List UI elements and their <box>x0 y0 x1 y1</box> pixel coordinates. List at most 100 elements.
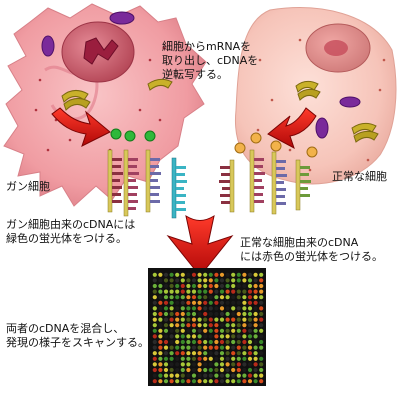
microarray-spot <box>197 356 202 361</box>
microarray-spot <box>236 278 241 283</box>
microarray-spot <box>242 362 247 367</box>
microarray-spot <box>158 272 163 277</box>
normal-nucleolus <box>324 40 348 56</box>
green-fluor <box>144 130 156 142</box>
microarray-spot <box>203 356 208 361</box>
normal-cell-text: 正常な細胞 <box>332 170 387 183</box>
microarray-spot <box>214 362 219 367</box>
microarray-spot <box>203 306 208 311</box>
microarray-spot <box>259 278 264 283</box>
microarray-spot <box>231 345 236 350</box>
microarray-spot <box>247 300 253 305</box>
microarray-spot <box>214 323 219 328</box>
microarray-spot <box>214 272 219 277</box>
microarray-spot <box>259 289 264 294</box>
microarray-spot <box>219 373 225 378</box>
microarray-spot <box>203 295 208 300</box>
microarray-spot <box>186 334 191 339</box>
microarray-spot <box>191 300 197 305</box>
microarray-spot <box>186 362 191 367</box>
microarray-spot <box>247 306 253 311</box>
microarray-spot <box>152 283 157 289</box>
microarray-spot <box>203 289 208 294</box>
cdna-strand <box>219 142 246 213</box>
microarray-spot <box>163 334 169 339</box>
microarray-spot <box>247 367 253 373</box>
microarray-spot <box>158 278 163 283</box>
microarray-spot <box>259 323 264 328</box>
microarray-spot <box>253 339 258 345</box>
microarray-spot <box>242 272 247 277</box>
microarray-spot <box>259 283 264 289</box>
microarray-spot <box>186 272 191 277</box>
microarray-spot <box>259 328 264 333</box>
microarray-spot <box>152 311 157 317</box>
microarray-spot <box>158 283 163 289</box>
microarray-spot <box>175 295 180 300</box>
microarray-spot <box>197 345 202 350</box>
microarray-spot <box>197 283 202 289</box>
microarray-spot <box>152 328 157 333</box>
microarray-spot <box>214 373 219 378</box>
microarray-spot <box>231 356 236 361</box>
microarray-spot <box>259 334 264 339</box>
microarray-spot <box>152 334 157 339</box>
microarray-spot <box>175 379 180 384</box>
microarray-spot <box>242 345 247 350</box>
microarray-spot <box>247 339 253 345</box>
microarray-spot <box>219 272 225 277</box>
microarray-spot <box>253 306 258 311</box>
microarray-spot <box>186 317 191 322</box>
microarray-spot <box>197 339 202 345</box>
microarray-spot <box>253 367 258 373</box>
microarray-spot <box>259 306 264 311</box>
cancer-cdna-label: ガン細胞由来のcDNAには 緑色の蛍光体をつける。 <box>6 218 135 246</box>
microarray-spot <box>169 373 174 378</box>
microarray-spot <box>214 300 219 305</box>
microarray-spot <box>191 311 197 317</box>
normal-mitochondrion <box>339 96 361 108</box>
microarray-spot <box>175 362 180 367</box>
microarray-spot <box>163 306 169 311</box>
microarray-spot <box>225 289 230 294</box>
microarray-spot <box>158 311 163 317</box>
microarray-spot <box>225 300 230 305</box>
microarray-spot <box>203 339 208 345</box>
microarray-spot <box>163 289 169 294</box>
cdna-strand <box>123 130 139 217</box>
microarray-spot <box>180 323 185 328</box>
microarray-spot <box>158 339 163 345</box>
microarray-spot <box>175 334 180 339</box>
microarray-spot <box>236 351 241 356</box>
normal-cdna-strands <box>219 132 318 215</box>
microarray-spot <box>219 295 225 300</box>
microarray-spot <box>158 362 163 367</box>
extract-label: 細胞からmRNAを 取り出し、cDNAを 逆転写する。 <box>162 40 258 82</box>
microarray-spot <box>175 339 180 345</box>
microarray-spot <box>242 317 247 322</box>
microarray-spot <box>219 317 225 322</box>
microarray-spot <box>158 317 163 322</box>
microarray-spot <box>214 334 219 339</box>
microarray-spot <box>253 272 258 277</box>
mix-line-1: 両者のcDNAを混合し、 <box>6 322 125 335</box>
microarray-spot <box>152 351 157 356</box>
microarray-spot <box>259 362 264 367</box>
microarray-spot <box>247 356 253 361</box>
microarray-spot <box>203 367 208 373</box>
cancer-nucleolus <box>83 37 119 65</box>
microarray-spot <box>214 317 219 322</box>
microarray-spot <box>236 317 241 322</box>
microarray-spot <box>197 306 202 311</box>
cancer-cell <box>3 3 207 207</box>
microarray-spot <box>158 351 163 356</box>
microarray <box>148 268 266 386</box>
microarray-spot <box>225 334 230 339</box>
normal-golgi <box>295 80 379 143</box>
microarray-spot <box>152 278 157 283</box>
microarray-spot <box>214 351 219 356</box>
microarray-spot <box>231 323 236 328</box>
microarray-spot <box>158 367 163 373</box>
microarray-spot <box>191 295 197 300</box>
